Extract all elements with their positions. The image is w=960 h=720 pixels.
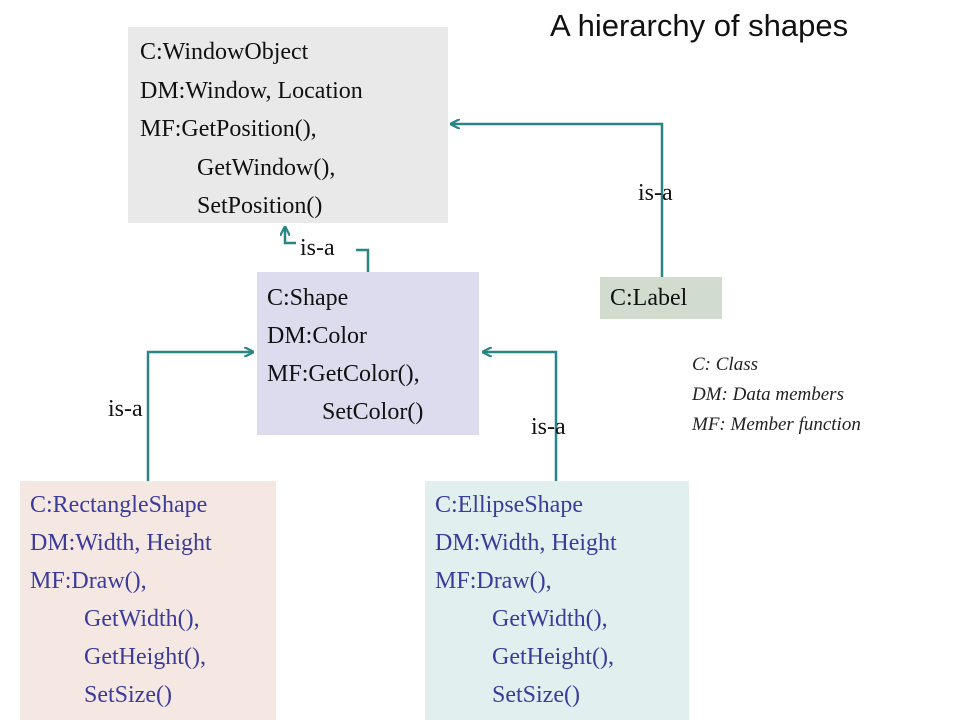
member-function: GetWidth(),	[84, 606, 200, 632]
member-function: SetSize()	[492, 682, 580, 708]
class-name: C:WindowObject	[140, 39, 309, 65]
member-function: MF:GetColor(),	[267, 361, 420, 387]
class-name: C:RectangleShape	[30, 492, 208, 518]
class-box-shape: C:Shape DM:Color MF:GetColor(), SetColor…	[257, 272, 479, 435]
is-a-rect-shape: is-a	[108, 396, 143, 422]
is-a-ellipse-shape: is-a	[531, 414, 566, 440]
legend-item: MF: Member function	[692, 414, 861, 435]
shape-to-window-connector-upper	[285, 228, 296, 245]
data-members: DM:Color	[267, 323, 368, 349]
page-title: A hierarchy of shapes	[550, 8, 849, 43]
class-box-window-object: C:WindowObject DM:Window, Location MF:Ge…	[128, 27, 448, 223]
member-function: GetWidth(),	[492, 606, 608, 632]
rect-to-shape-connector	[146, 352, 252, 481]
class-name: C:EllipseShape	[435, 492, 583, 518]
legend-item: C: Class	[692, 354, 758, 375]
shape-to-window-connector-lower	[356, 248, 370, 272]
member-function: MF:Draw(),	[435, 568, 552, 594]
ellipse-to-shape-connector	[484, 352, 558, 481]
member-function: SetSize()	[84, 682, 172, 708]
member-function: GetWindow(),	[197, 154, 336, 181]
legend: C: Class DM: Data members MF: Member fun…	[692, 350, 861, 440]
member-function: MF:Draw(),	[30, 568, 147, 594]
data-members: DM:Width, Height	[435, 530, 617, 556]
class-name: C:Shape	[267, 285, 349, 311]
class-box-rectangle-shape: C:RectangleShape DM:Width, Height MF:Dra…	[20, 481, 276, 720]
data-members: DM:Width, Height	[30, 530, 212, 556]
member-function: GetHeight(),	[84, 644, 206, 670]
class-box-label: C:Label	[600, 277, 722, 319]
member-function: MF:GetPosition(),	[140, 116, 317, 142]
data-members: DM:Window, Location	[140, 77, 363, 104]
class-name: C:Label	[610, 285, 688, 311]
label-to-window-connector	[452, 124, 664, 277]
member-function: SetColor()	[322, 399, 424, 425]
is-a-label-window: is-a	[638, 180, 673, 206]
is-a-shape-window: is-a	[300, 235, 335, 261]
member-function: GetHeight(),	[492, 644, 614, 670]
class-box-ellipse-shape: C:EllipseShape DM:Width, Height MF:Draw(…	[425, 481, 689, 720]
member-function: SetPosition()	[197, 193, 323, 219]
legend-item: DM: Data members	[692, 384, 844, 405]
